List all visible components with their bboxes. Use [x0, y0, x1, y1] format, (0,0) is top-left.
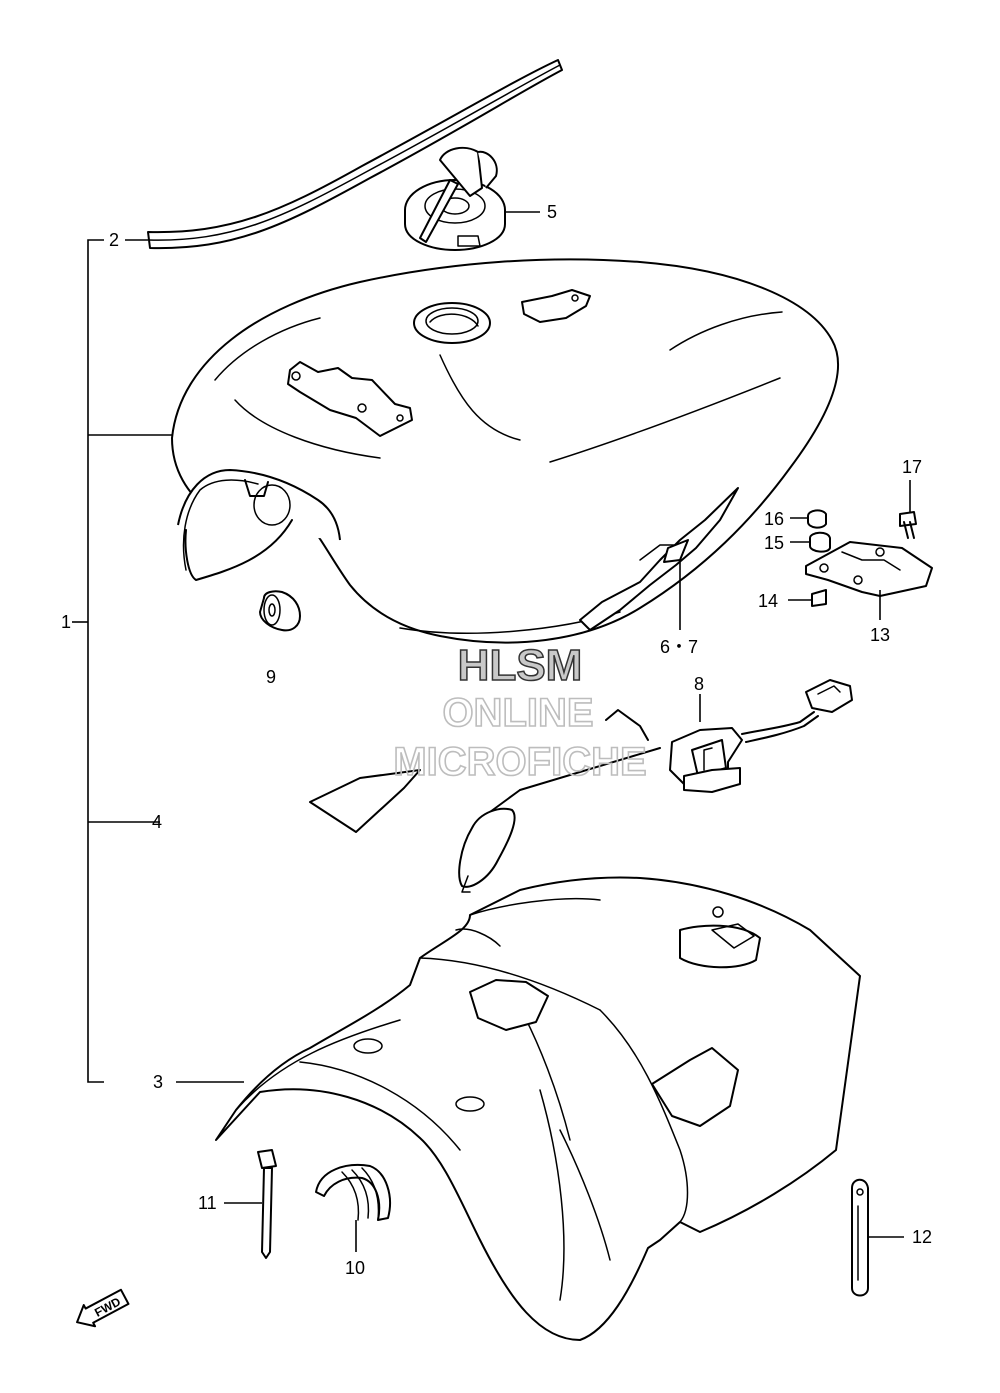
callout-5: 5 [547, 202, 557, 222]
watermark-line-3: MICROFICHE [393, 740, 646, 784]
callout-4: 4 [152, 812, 162, 832]
fwd-arrow-icon [76, 1288, 130, 1328]
callout-16: 16 [764, 509, 784, 529]
tank-cover-part [176, 876, 861, 1341]
clamp-part [315, 1164, 391, 1252]
fuel-gauge-part [458, 679, 853, 893]
mount-bracket-part [788, 480, 933, 620]
callout-2: 2 [109, 230, 119, 250]
callout-12: 12 [912, 1227, 932, 1247]
fuel-cap-part [404, 146, 540, 251]
callout-8: 8 [694, 674, 704, 694]
callout-labels: 1 2 3 4 5 6・7 8 9 10 11 12 13 14 15 16 1… [61, 202, 932, 1278]
fwd-arrow: FWD [76, 1288, 130, 1328]
callout-17: 17 [902, 457, 922, 477]
cable-tie-part [224, 1149, 277, 1259]
callout-10: 10 [345, 1258, 365, 1278]
callout-1: 1 [61, 612, 71, 632]
watermark: HLSM ONLINE MICROFICHE [393, 640, 648, 785]
callout-13: 13 [870, 625, 890, 645]
callout-14: 14 [758, 591, 778, 611]
callout-15: 15 [764, 533, 784, 553]
callout-6-7: 6・7 [660, 637, 698, 657]
grommet-part [259, 590, 301, 632]
callout-9: 9 [266, 667, 276, 687]
tank-strip-part [125, 59, 563, 250]
fuel-tank-part [171, 258, 840, 644]
group-bracket [72, 239, 172, 1083]
callout-11: 11 [198, 1193, 217, 1213]
pad-part [309, 769, 421, 833]
watermark-line-2: ONLINE [442, 691, 593, 735]
callout-3: 3 [153, 1072, 163, 1092]
watermark-line-1: HLSM [458, 641, 583, 690]
strap-part [851, 1178, 904, 1297]
